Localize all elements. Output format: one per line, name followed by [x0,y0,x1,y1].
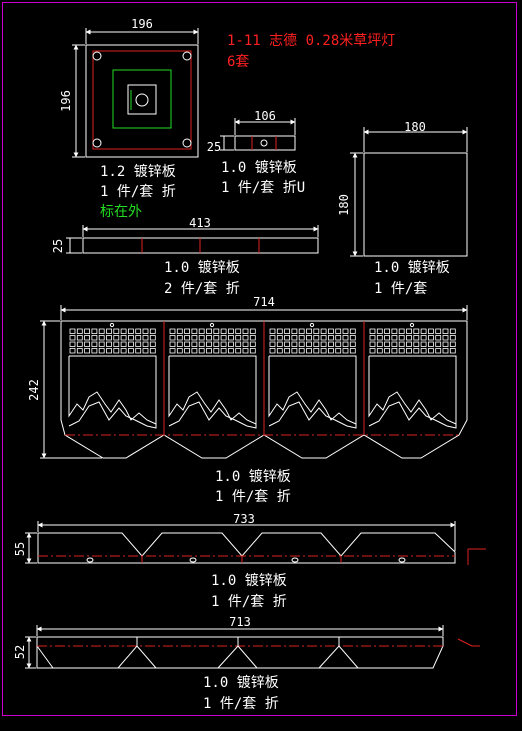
dim-width: 733 [233,512,255,526]
dim-height: 25 [207,140,221,154]
dim-height: 196 [59,90,73,112]
dim-height: 52 [13,645,27,659]
dim-height: 180 [337,194,351,216]
part4-qty: 2 件/套 折 [164,281,240,297]
dim-width: 413 [189,216,211,230]
part1-qty: 1 件/套 折 [100,184,176,200]
part-u-strip: 106 25 [207,109,296,154]
part2-qty: 1 件/套 折U [221,180,305,196]
vent-panel [168,322,257,429]
part5-qty: 1 件/套 折 [215,489,291,505]
part2-material: 1.0 镀锌板 [221,159,297,176]
part-bottom-strip-713: 713 52 [13,615,480,669]
part5-material: 1.0 镀锌板 [215,468,291,485]
part3-qty: 1 件/套 [374,281,427,297]
part3-material: 1.0 镀锌板 [374,259,450,276]
part6-qty: 1 件/套 折 [211,594,287,610]
dim-width: 196 [131,17,153,31]
part4-material: 1.0 镀锌板 [164,259,240,276]
part-square-plate: 196 196 [59,17,199,158]
dim-width: 180 [404,120,426,134]
part1-material: 1.2 镀锌板 [100,163,176,180]
vent-panel [268,322,357,429]
drawing-frame [2,2,517,716]
dim-width: 714 [253,295,275,309]
part-main-body: 714 242 [27,295,468,459]
part-plain-square: 180 180 [337,120,468,257]
dim-width: 106 [254,109,276,123]
part7-material: 1.0 镀锌板 [203,674,279,691]
part6-material: 1.0 镀锌板 [211,572,287,589]
dim-height: 242 [27,379,41,401]
vent-panel [368,322,457,429]
part-long-strip: 413 25 [51,216,319,254]
inner-square [112,69,172,129]
drawing-subtitle: 6套 [227,54,249,70]
part-bottom-strip-733: 733 55 [13,512,486,565]
part7-qty: 1 件/套 折 [203,696,279,712]
dim-height: 25 [51,239,65,253]
note-mark-outside: 标在外 [100,204,142,220]
dim-height: 55 [13,542,27,556]
dim-width: 713 [229,615,251,629]
vent-panel [68,322,157,429]
drawing-title: 1-11 志德 0.28米草坪灯 [227,33,395,49]
